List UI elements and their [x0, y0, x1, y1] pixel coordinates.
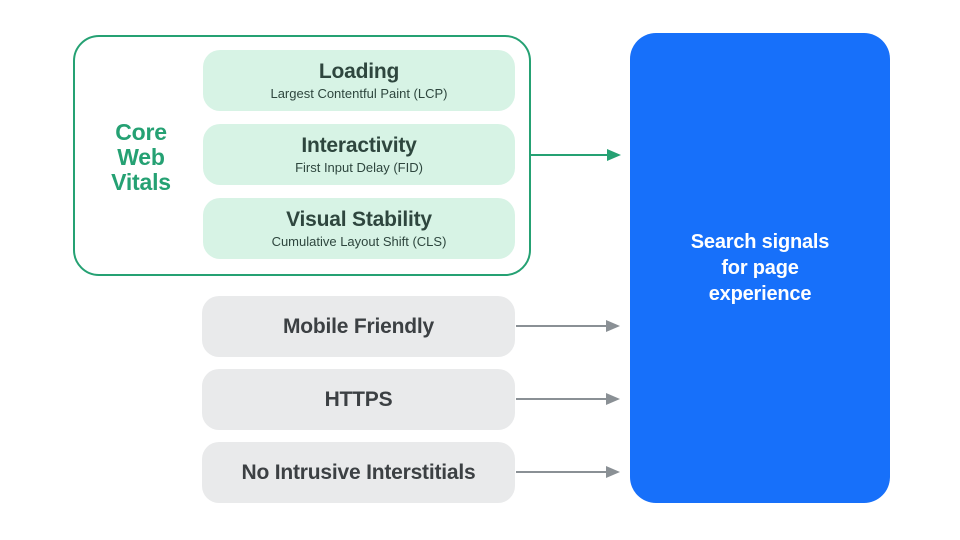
core-web-vitals-label-line: Core — [115, 119, 167, 145]
vital-title: Interactivity — [301, 133, 417, 157]
mobile-friendly-arrow — [516, 320, 620, 332]
interstitials-arrow — [516, 466, 620, 478]
signal-label: HTTPS — [324, 387, 393, 411]
vital-subtitle: First Input Delay (FID) — [295, 160, 423, 176]
signal-label: No Intrusive Interstitials — [241, 460, 476, 484]
core-web-vitals-group: Core Web Vitals Loading Largest Contentf… — [73, 35, 531, 276]
vital-title: Visual Stability — [286, 207, 432, 231]
search-signals-box: Search signals for page experience — [630, 33, 890, 503]
signal-label: Mobile Friendly — [282, 314, 434, 338]
core-web-vitals-label-line: Vitals — [111, 169, 171, 195]
search-signals-label-line: Search signals — [690, 231, 830, 253]
vital-box-interactivity: Interactivity First Input Delay (FID) — [203, 124, 515, 185]
vital-box-visual-stability: Visual Stability Cumulative Layout Shift… — [203, 198, 515, 259]
signal-box-no-intrusive-interstitials: No Intrusive Interstitials — [202, 442, 515, 503]
search-signals-label-line: experience — [708, 283, 812, 305]
core-web-vitals-label-line: Web — [117, 144, 165, 170]
vital-box-loading: Loading Largest Contentful Paint (LCP) — [203, 50, 515, 111]
vital-title: Loading — [318, 59, 400, 83]
core-web-vitals-label: Core Web Vitals — [83, 120, 199, 195]
https-arrow — [516, 393, 620, 405]
core-web-vitals-arrow — [531, 149, 621, 161]
vital-subtitle: Cumulative Layout Shift (CLS) — [271, 234, 447, 250]
search-signals-label-line: for page — [721, 257, 799, 279]
signal-box-mobile-friendly: Mobile Friendly — [202, 296, 515, 357]
vital-subtitle: Largest Contentful Paint (LCP) — [270, 86, 448, 102]
signal-box-https: HTTPS — [202, 369, 515, 430]
search-signals-label: Search signals for page experience — [690, 229, 830, 307]
